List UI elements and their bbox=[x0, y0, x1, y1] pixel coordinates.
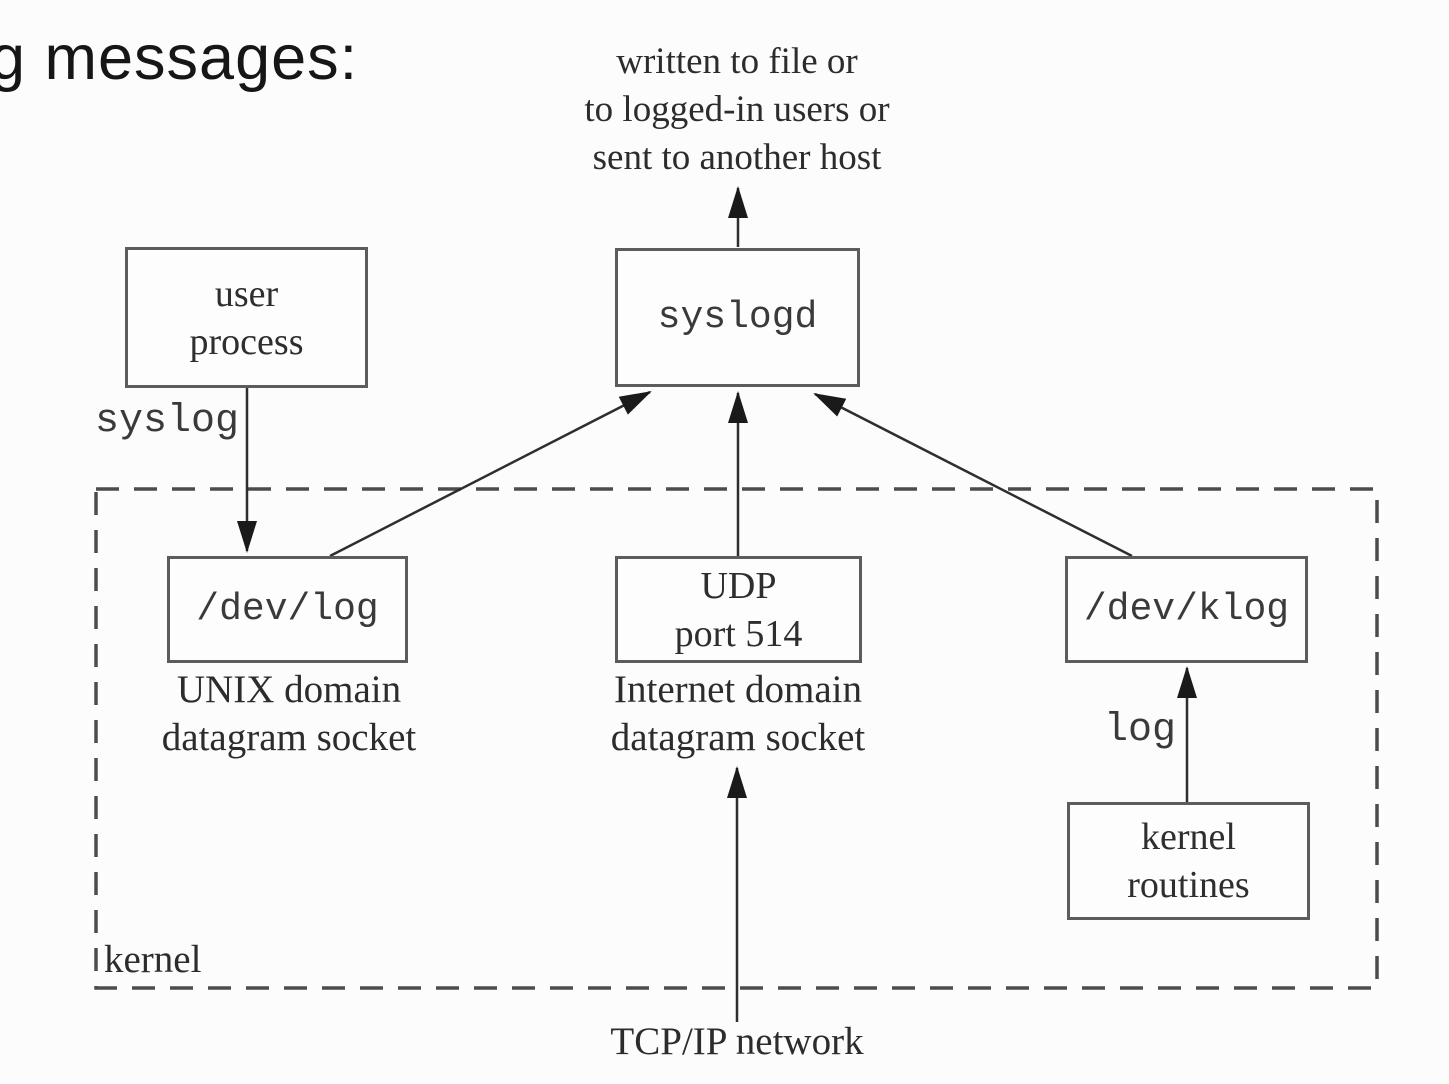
caption-tcpip-network: TCP/IP network bbox=[610, 1020, 864, 1063]
edge-label-syslog-call: syslog bbox=[95, 399, 240, 444]
edge-label-log-call: log bbox=[1104, 708, 1177, 753]
node-syslogd: syslogd bbox=[615, 248, 860, 387]
caption-kernel-boundary: kernel bbox=[104, 938, 202, 981]
arrow-dev-log-to-syslogd bbox=[329, 390, 652, 558]
node-udp-port-514: UDP port 514 bbox=[615, 556, 862, 663]
arrow-dev-klog-to-syslogd bbox=[813, 392, 1133, 558]
kernel-boundary-dashed-box bbox=[94, 487, 1379, 990]
node-dev-log: /dev/log bbox=[167, 556, 408, 663]
node-user-process: user process bbox=[125, 247, 368, 388]
node-dev-klog: /dev/klog bbox=[1065, 556, 1308, 663]
caption-internet-domain-socket: Internet domain datagram socket bbox=[610, 668, 866, 759]
node-kernel-routines: kernel routines bbox=[1067, 802, 1310, 920]
syslogd-output-note: written to file or to logged-in users or… bbox=[584, 41, 890, 178]
caption-unix-domain-socket: UNIX domain datagram socket bbox=[161, 668, 417, 759]
page-title: g messages: bbox=[0, 23, 359, 93]
